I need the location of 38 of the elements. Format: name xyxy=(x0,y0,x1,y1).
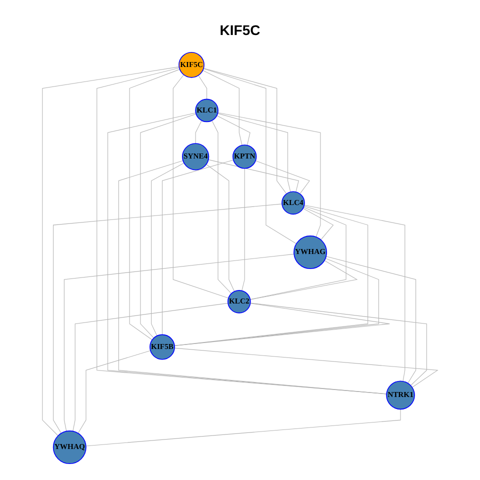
connector xyxy=(255,160,310,194)
connector xyxy=(195,120,202,144)
connector xyxy=(172,74,229,298)
connector xyxy=(242,168,245,292)
connector xyxy=(86,408,401,446)
diagram-title: KIF5C xyxy=(218,21,262,40)
connector xyxy=(216,115,250,146)
connector xyxy=(203,68,297,244)
connector xyxy=(218,112,321,238)
connector xyxy=(217,113,291,192)
connector xyxy=(140,114,196,338)
connector xyxy=(108,112,387,394)
connector xyxy=(250,260,358,300)
connector xyxy=(326,256,416,384)
connector xyxy=(250,302,427,386)
connector xyxy=(96,68,387,394)
connector xyxy=(208,159,299,192)
connector xyxy=(42,66,180,436)
connector xyxy=(118,160,387,394)
connector xyxy=(53,204,282,434)
connector xyxy=(198,75,208,100)
connector xyxy=(202,70,242,146)
connector xyxy=(72,302,228,432)
connector xyxy=(206,164,235,292)
connector xyxy=(174,206,368,346)
connector xyxy=(203,68,287,194)
connector xyxy=(174,258,379,346)
connector xyxy=(304,204,406,382)
connector xyxy=(174,348,438,388)
connector xyxy=(250,206,346,300)
connector xyxy=(162,160,234,335)
connector xyxy=(212,120,232,294)
connector xyxy=(78,350,151,434)
connector xyxy=(174,303,390,346)
connector xyxy=(129,69,180,340)
connector xyxy=(64,254,294,432)
connector xyxy=(151,162,184,336)
connector xyxy=(302,208,334,240)
